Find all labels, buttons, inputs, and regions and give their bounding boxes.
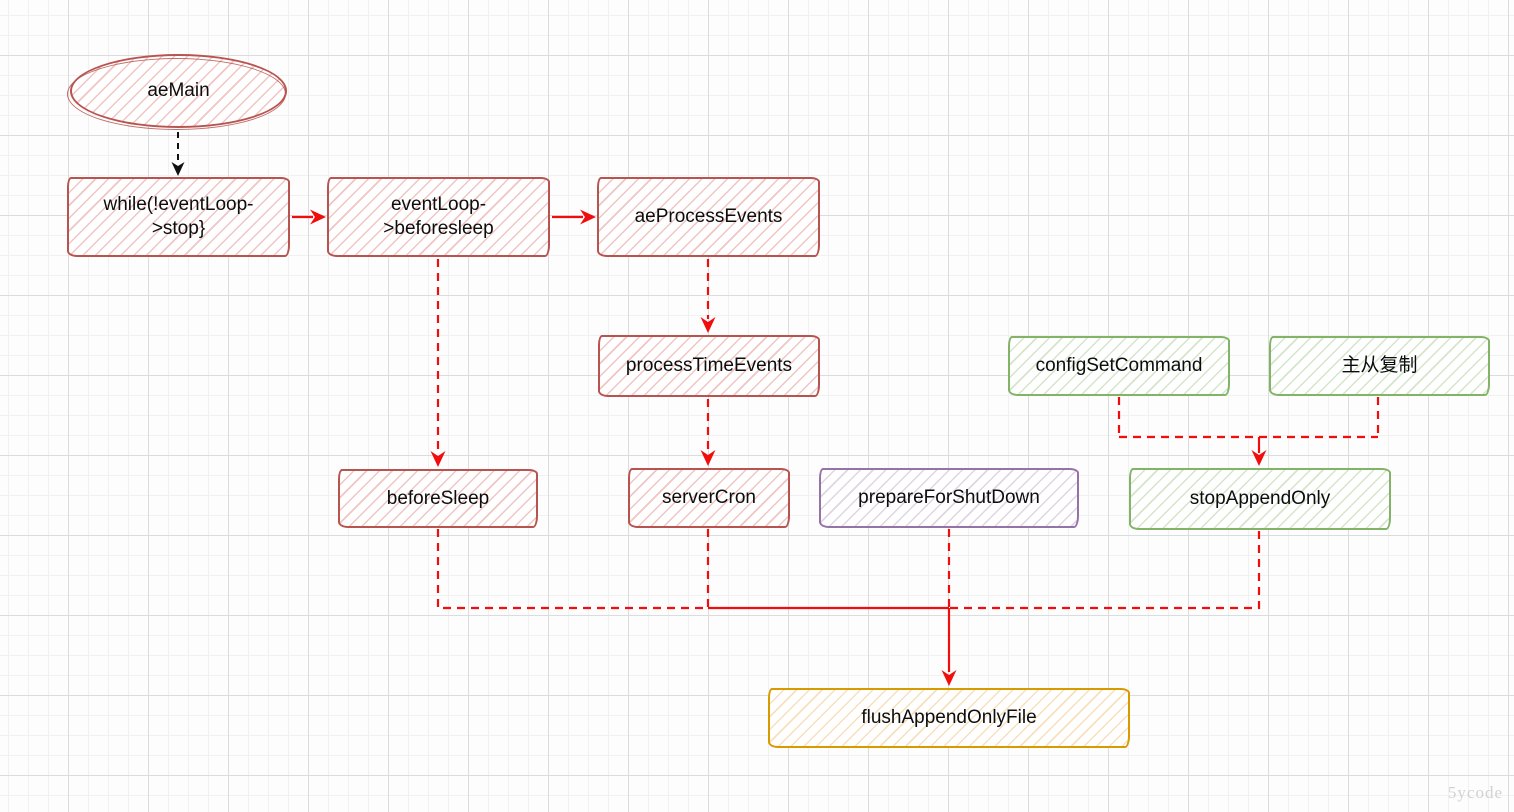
node-processtimeevents[interactable]: processTimeEvents <box>598 335 820 397</box>
edge-stopappendonly-flushbus <box>949 531 1261 610</box>
arrowhead-aemain-while <box>171 162 185 176</box>
node-beforesleep[interactable]: beforeSleep <box>338 469 538 528</box>
node-servercron-label: serverCron <box>662 487 756 508</box>
node-eventloop-beforesleep-label: eventLoop- >beforesleep <box>383 194 494 239</box>
node-master-slave-replication[interactable]: 主从复制 <box>1269 336 1490 396</box>
node-flushappendonlyfile-label: flushAppendOnlyFile <box>861 707 1037 728</box>
node-flushappendonlyfile[interactable]: flushAppendOnlyFile <box>768 688 1130 748</box>
edge-beforesleep-flushbus <box>436 529 708 610</box>
node-configsetcommand-label: configSetCommand <box>1035 355 1203 376</box>
arrowhead-aeprocessevents-processtimeevents <box>700 317 716 333</box>
node-processtimeevents-label: processTimeEvents <box>625 355 793 376</box>
node-while-eventloop-stop[interactable]: while(!eventLoop- >stop} <box>67 177 290 257</box>
node-configsetcommand[interactable]: configSetCommand <box>1008 336 1230 396</box>
node-aeprocessevents-label: aeProcessEvents <box>634 206 783 227</box>
node-servercron[interactable]: serverCron <box>628 468 790 528</box>
node-stopappendonly-label: stopAppendOnly <box>1189 488 1331 509</box>
node-eventloop-beforesleep[interactable]: eventLoop- >beforesleep <box>327 177 550 257</box>
arrowhead-join-stopappendonly <box>1251 450 1267 466</box>
node-while-label: while(!eventLoop- >stop} <box>103 194 254 239</box>
arrowhead-processtimeevents-servercron <box>700 450 716 466</box>
arrowhead-beforesleep-call-aeprocessevents <box>580 209 596 225</box>
arrowhead-while-beforesleep-call <box>310 209 326 225</box>
watermark: 5ycode <box>1447 783 1503 802</box>
arrowhead-beforesleep-call-beforesleep <box>430 451 446 467</box>
node-prepareforshutdown-label: prepareForShutDown <box>858 487 1040 508</box>
arrowhead-flushbus-flushappendonlyfile <box>941 670 957 686</box>
node-stopappendonly[interactable]: stopAppendOnly <box>1129 468 1391 530</box>
node-aeprocessevents[interactable]: aeProcessEvents <box>597 177 820 257</box>
node-aemain[interactable]: aeMain <box>67 54 287 130</box>
node-prepareforshutdown[interactable]: prepareForShutDown <box>819 468 1079 528</box>
node-master-slave-replication-label: 主从复制 <box>1341 355 1418 376</box>
node-beforesleep-label: beforeSleep <box>386 487 490 509</box>
node-aemain-label: aeMain <box>147 80 210 101</box>
